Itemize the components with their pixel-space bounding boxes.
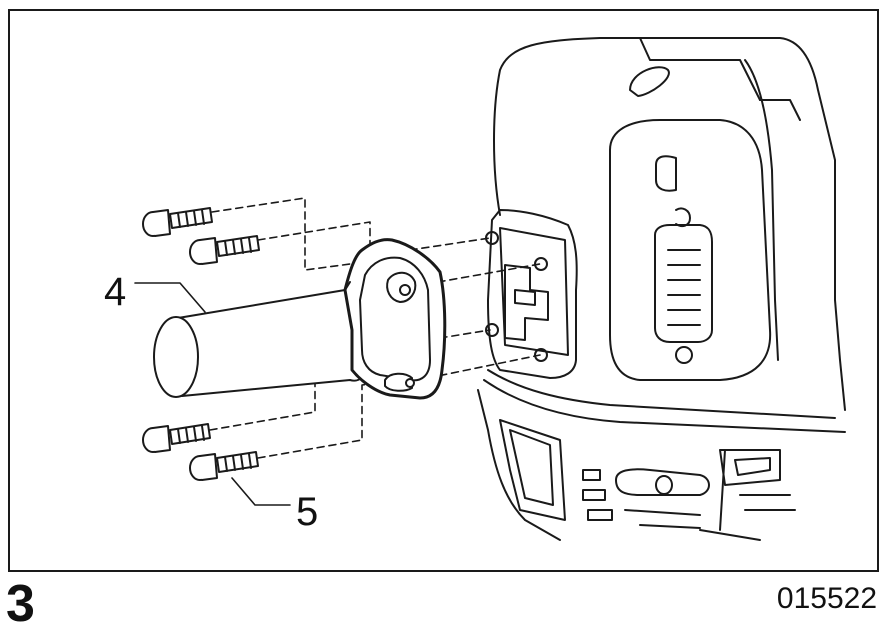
callout-handle-label: 4 <box>104 270 126 314</box>
bolt-lower-1 <box>142 423 211 453</box>
bolt-lower-2 <box>189 451 259 481</box>
tool-body <box>477 37 846 541</box>
callout-bolt-label: 5 <box>296 490 318 534</box>
figure-frame <box>8 9 879 572</box>
figure-code: 015522 <box>776 582 877 615</box>
callout-leaders <box>134 282 291 506</box>
side-handle <box>153 238 447 400</box>
bolt-upper-1 <box>142 207 213 237</box>
figure-number: 3 <box>6 575 35 633</box>
bolt-upper-2 <box>189 235 260 265</box>
